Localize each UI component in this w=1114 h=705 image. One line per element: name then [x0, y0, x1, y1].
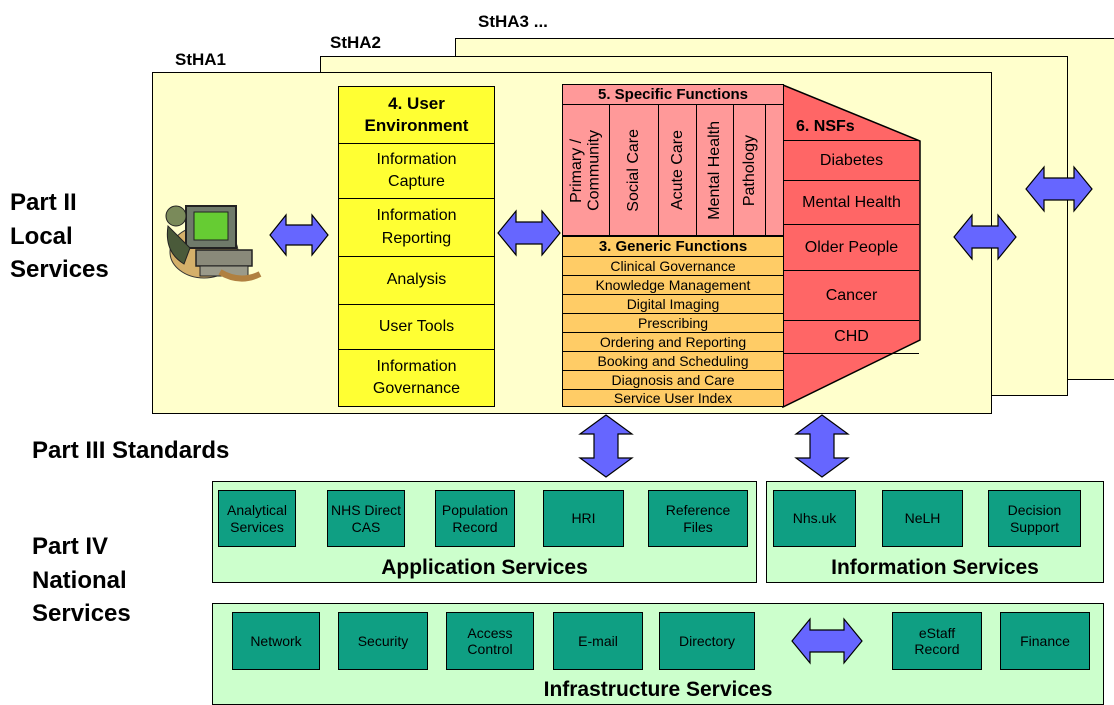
arrow-functions-to-stha2 [953, 213, 1017, 261]
user-environment-item: Information Reporting [339, 198, 494, 256]
arrow-stha2-to-stha3 [1025, 165, 1093, 213]
infrastructure-service-box: Access Control [446, 612, 534, 670]
infrastructure-service-box: Network [232, 612, 320, 670]
specific-function-column: Mental Health [697, 105, 734, 236]
infrastructure-service-box: E-mail [553, 612, 643, 670]
arrow-standards-information [794, 414, 850, 478]
nsf-list: Diabetes Mental Health Older People Canc… [784, 140, 919, 354]
information-service-box: NeLH [882, 490, 963, 547]
specific-function-column: Acute Care [659, 105, 697, 236]
specific-functions-title: 5. Specific Functions [563, 85, 783, 105]
generic-function-item: Clinical Governance [563, 256, 783, 275]
generic-function-item: Ordering and Reporting [563, 332, 783, 351]
application-service-box: Population Record [435, 490, 515, 547]
user-environment-item: User Tools [339, 304, 494, 349]
generic-functions-panel: 3. Generic Functions Clinical Governance… [562, 236, 784, 407]
infrastructure-service-box: Finance [1000, 612, 1090, 670]
arrow-infrastructure [791, 617, 863, 665]
arrow-user-to-environment [269, 213, 329, 257]
part-iii-label: Part III Standards [32, 437, 230, 464]
infrastructure-service-box: Directory [659, 612, 755, 670]
application-service-box: Reference Files [648, 490, 748, 547]
generic-function-item: Service User Index [563, 389, 783, 406]
infrastructure-service-box: eStaff Record [892, 612, 982, 670]
nsf-title: 6. NSFs [796, 118, 855, 135]
information-services-title: Information Services [831, 556, 1039, 579]
user-environment-title: 4. User Environment [364, 93, 469, 135]
arrow-standards-application [578, 414, 634, 478]
specific-function-label: Acute Care [668, 130, 686, 211]
user-environment-item: Information Capture [339, 143, 494, 198]
application-services-title: Application Services [381, 556, 588, 579]
user-environment-item: Analysis [339, 256, 494, 304]
generic-functions-title: 3. Generic Functions [598, 238, 748, 255]
specific-function-label: Primary / Community [568, 130, 603, 211]
nsf-item: Diabetes [784, 140, 919, 180]
stha2-label: StHA2 [330, 33, 382, 52]
application-service-box: HRI [543, 490, 624, 547]
generic-function-item: Diagnosis and Care [563, 370, 783, 389]
computer-user-icon [165, 205, 262, 282]
user-environment-panel: 4. User Environment Information Capture … [338, 86, 495, 407]
application-service-box: Analytical Services [218, 490, 296, 547]
generic-function-item: Knowledge Management [563, 275, 783, 294]
information-service-box: Nhs.uk [773, 490, 856, 547]
user-environment-item: Information Governance [339, 349, 494, 406]
nsf-item: Mental Health [784, 180, 919, 224]
part-ii-label: Part II Local Services [10, 189, 109, 284]
infrastructure-service-box: Security [338, 612, 428, 670]
specific-function-label: Mental Health [706, 121, 724, 220]
nsf-item: Cancer [784, 270, 919, 320]
generic-function-item: Digital Imaging [563, 294, 783, 313]
specific-functions-panel: 5. Specific Functions Primary / Communit… [562, 84, 784, 236]
specific-function-column: Pathology [734, 105, 766, 236]
part-iv-label: Part IV National Services [32, 533, 131, 628]
specific-function-label: Pathology [740, 134, 758, 207]
nsf-item: CHD [784, 320, 919, 354]
generic-function-item: Booking and Scheduling [563, 351, 783, 370]
stha1-label: StHA1 [175, 50, 227, 69]
specific-function-label: Social Care [625, 129, 643, 212]
arrow-environment-to-functions [497, 209, 561, 257]
information-service-box: Decision Support [988, 490, 1081, 547]
application-service-box: NHS Direct CAS [327, 490, 405, 547]
specific-function-column: Social Care [610, 105, 659, 236]
infrastructure-services-title: Infrastructure Services [543, 678, 773, 701]
generic-function-item: Prescribing [563, 313, 783, 332]
specific-function-column: Primary / Community [563, 105, 610, 236]
stha3-label: StHA3 ... [478, 12, 548, 31]
nsf-item: Older People [784, 224, 919, 270]
